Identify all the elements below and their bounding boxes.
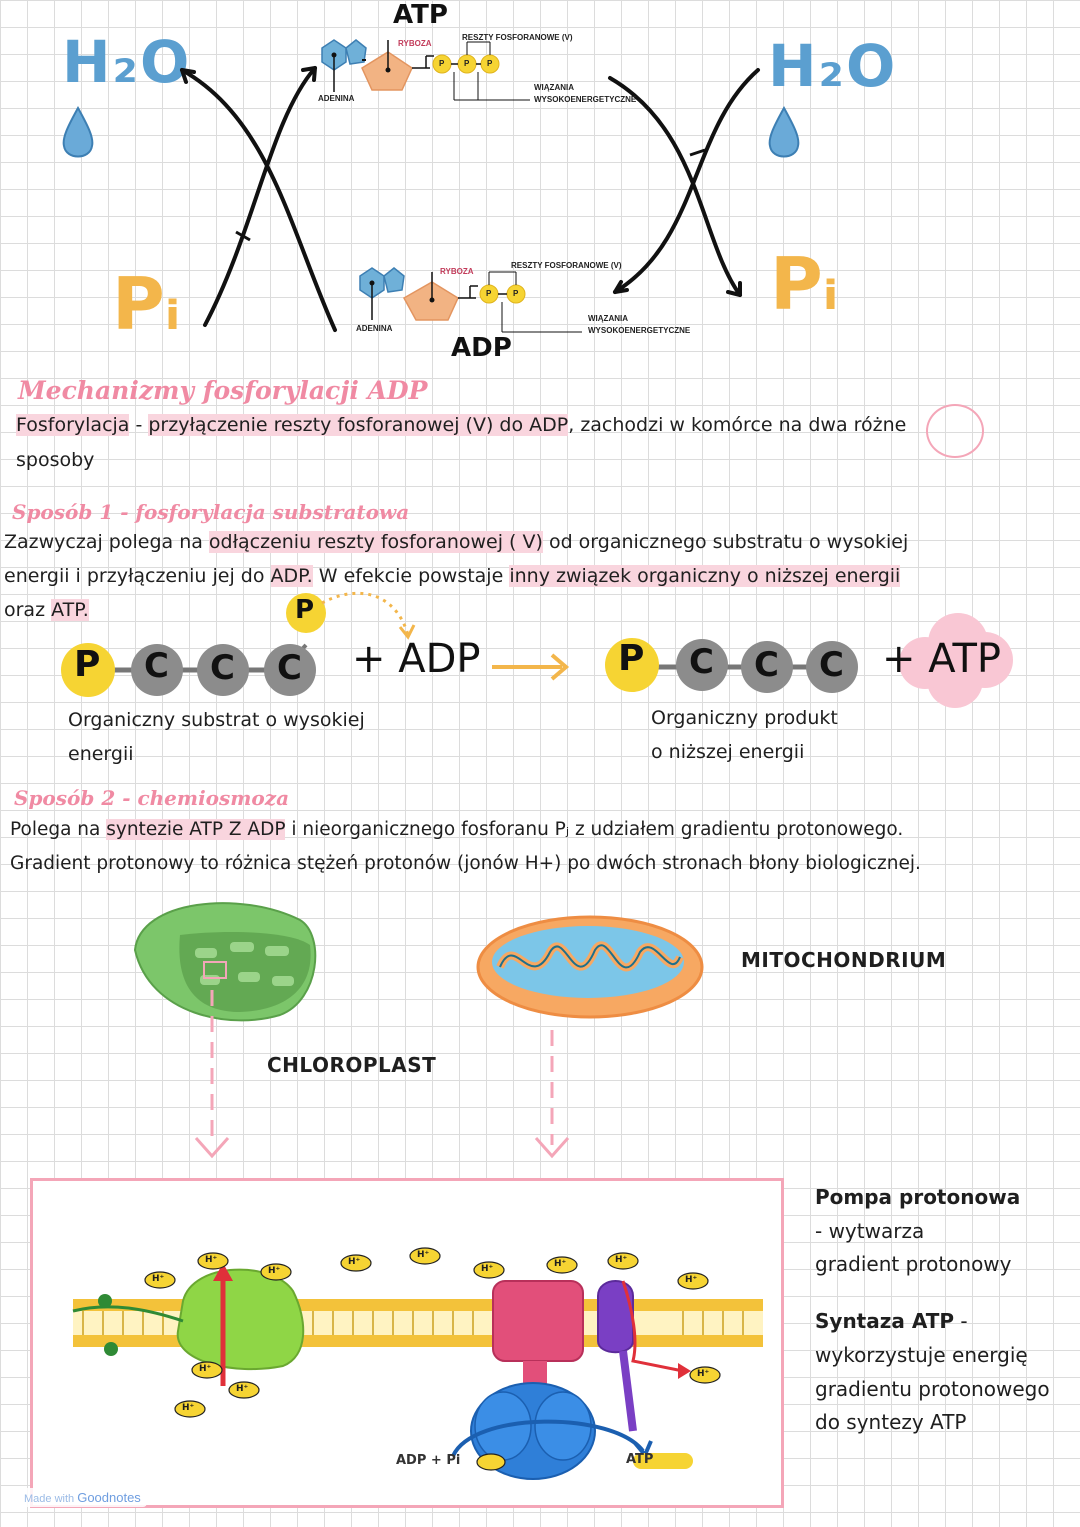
adp-wiazania-label: WIĄZANIA (588, 314, 628, 323)
h-plus-4: H⁺ (348, 1257, 361, 1267)
reaction-diagram (61, 591, 1013, 708)
goodnotes-badge[interactable]: Made with Goodnotes (18, 1488, 147, 1507)
pump-line2: gradient protonowy (815, 1252, 1012, 1276)
h-plus-11: H⁺ (236, 1384, 249, 1394)
circled-dwa: dwa (808, 414, 848, 436)
pi-left: Pᵢ (112, 262, 181, 346)
atp-wiazania-label: WIĄZANIA (534, 83, 574, 92)
reaction-p-detached: P (295, 595, 315, 625)
reaction-plus-adp: + ADP (352, 636, 481, 682)
reaction-p-left: P (74, 644, 101, 685)
atp-adenina-label: ADENINA (318, 94, 355, 103)
synth-line1: wykorzystuje energię (815, 1343, 1028, 1367)
h-plus-3: H⁺ (268, 1266, 281, 1276)
substrate-label-2: energii (68, 743, 134, 765)
para-fosforylacja-line1: Fosforylacja - przyłączenie reszty fosfo… (16, 414, 907, 436)
chloroplast-illustration (133, 902, 317, 1022)
h-plus-13: H⁺ (697, 1369, 710, 1379)
product-label-2: o niższej energii (651, 741, 805, 763)
adp-ryboza-label: RYBOZA (440, 267, 474, 276)
para-sposob1-line3: oraz ATP. (4, 599, 89, 621)
heading-sposob-1: Sposób 1 - fosforylacja substratowa (12, 500, 410, 524)
reaction-c-left-2: C (210, 648, 235, 688)
synth-line3: do syntezy ATP (815, 1410, 967, 1434)
atp-p1: P (439, 59, 445, 68)
h-plus-9: H⁺ (685, 1275, 698, 1285)
atp-p2: P (464, 59, 470, 68)
pump-title: Pompa protonowa (815, 1185, 1021, 1209)
h-plus-7: H⁺ (554, 1259, 567, 1269)
h2o-right: H₂O (768, 32, 898, 100)
heading-sposob-2: Sposób 2 - chemiosmoza (14, 786, 290, 810)
atp-ryboza-label: RYBOZA (398, 39, 432, 48)
product-label-1: Organiczny produkt (651, 707, 838, 729)
reaction-c-right-2: C (754, 645, 779, 685)
adp-pi-label: ADP + Pi (396, 1453, 461, 1468)
pump-line1: - wytwarza (815, 1219, 925, 1243)
adp-reszty-label: RESZTY FOSFORANOWE (V) (511, 261, 622, 270)
water-drop-icon-left (62, 105, 94, 158)
circle-highlight (926, 404, 984, 458)
atp-p3: P (487, 59, 493, 68)
reaction-c-left-3: C (277, 648, 302, 688)
cycle-graphics (62, 39, 800, 333)
h-plus-2: H⁺ (205, 1255, 218, 1265)
para-sposob2-line2: Gradient protonowy to różnica stężeń pro… (10, 853, 921, 874)
h-plus-10: H⁺ (199, 1364, 212, 1374)
reaction-plus-atp: + ATP (882, 636, 1002, 682)
h-plus-8: H⁺ (615, 1255, 628, 1265)
atp-wysoko-label: WYSOKOENERGETYCZNE (534, 95, 637, 104)
atp-reszty-label: RESZTY FOSFORANOWE (V) (462, 33, 573, 42)
synth-title-line: Syntaza ATP - (815, 1309, 968, 1333)
reaction-c-left-1: C (144, 646, 169, 686)
adp-adenina-label: ADENINA (356, 324, 393, 333)
adp-title: ADP (451, 333, 512, 363)
mitochondrium-label: MITOCHONDRIUM (741, 948, 947, 972)
heading-mechanizmy: Mechanizmy fosforylacji ADP (18, 376, 428, 405)
water-drop-icon-right (768, 105, 800, 158)
para-sposob1-line1: Zazwyczaj polega na odłączeniu reszty fo… (4, 531, 909, 553)
h-plus-6: H⁺ (481, 1264, 494, 1274)
reaction-c-right-1: C (689, 642, 714, 682)
h-plus-1: H⁺ (152, 1274, 165, 1284)
mitochondrium-illustration (476, 915, 704, 1019)
reaction-c-right-3: C (819, 645, 844, 685)
h2o-left: H₂O (62, 28, 192, 96)
membrane-atp-label: ATP (626, 1452, 654, 1467)
reaction-p-right: P (618, 638, 645, 679)
adp-wysoko-label: WYSOKOENERGETYCZNE (588, 326, 691, 335)
adp-p1: P (486, 289, 492, 298)
atp-title: ATP (393, 0, 448, 30)
synth-line2: gradientu protonowego (815, 1377, 1050, 1401)
organelle-pointers (194, 990, 570, 1159)
para-sposob1-line2: energii i przyłączeniu jej do ADP. W efe… (4, 565, 901, 587)
para-sposob2-line1: Polega na syntezie ATP Z ADP i nieorgani… (10, 819, 904, 840)
membrane-diagram (72, 1247, 763, 1480)
para-fosforylacja-line2: sposoby (16, 449, 95, 471)
chloroplast-label: CHLOROPLAST (267, 1053, 437, 1077)
adp-p2: P (513, 289, 519, 298)
h-plus-5: H⁺ (417, 1250, 430, 1260)
h-plus-12: H⁺ (182, 1403, 195, 1413)
substrate-label-1: Organiczny substrat o wysokiej (68, 709, 365, 731)
pi-right: Pᵢ (770, 242, 839, 326)
